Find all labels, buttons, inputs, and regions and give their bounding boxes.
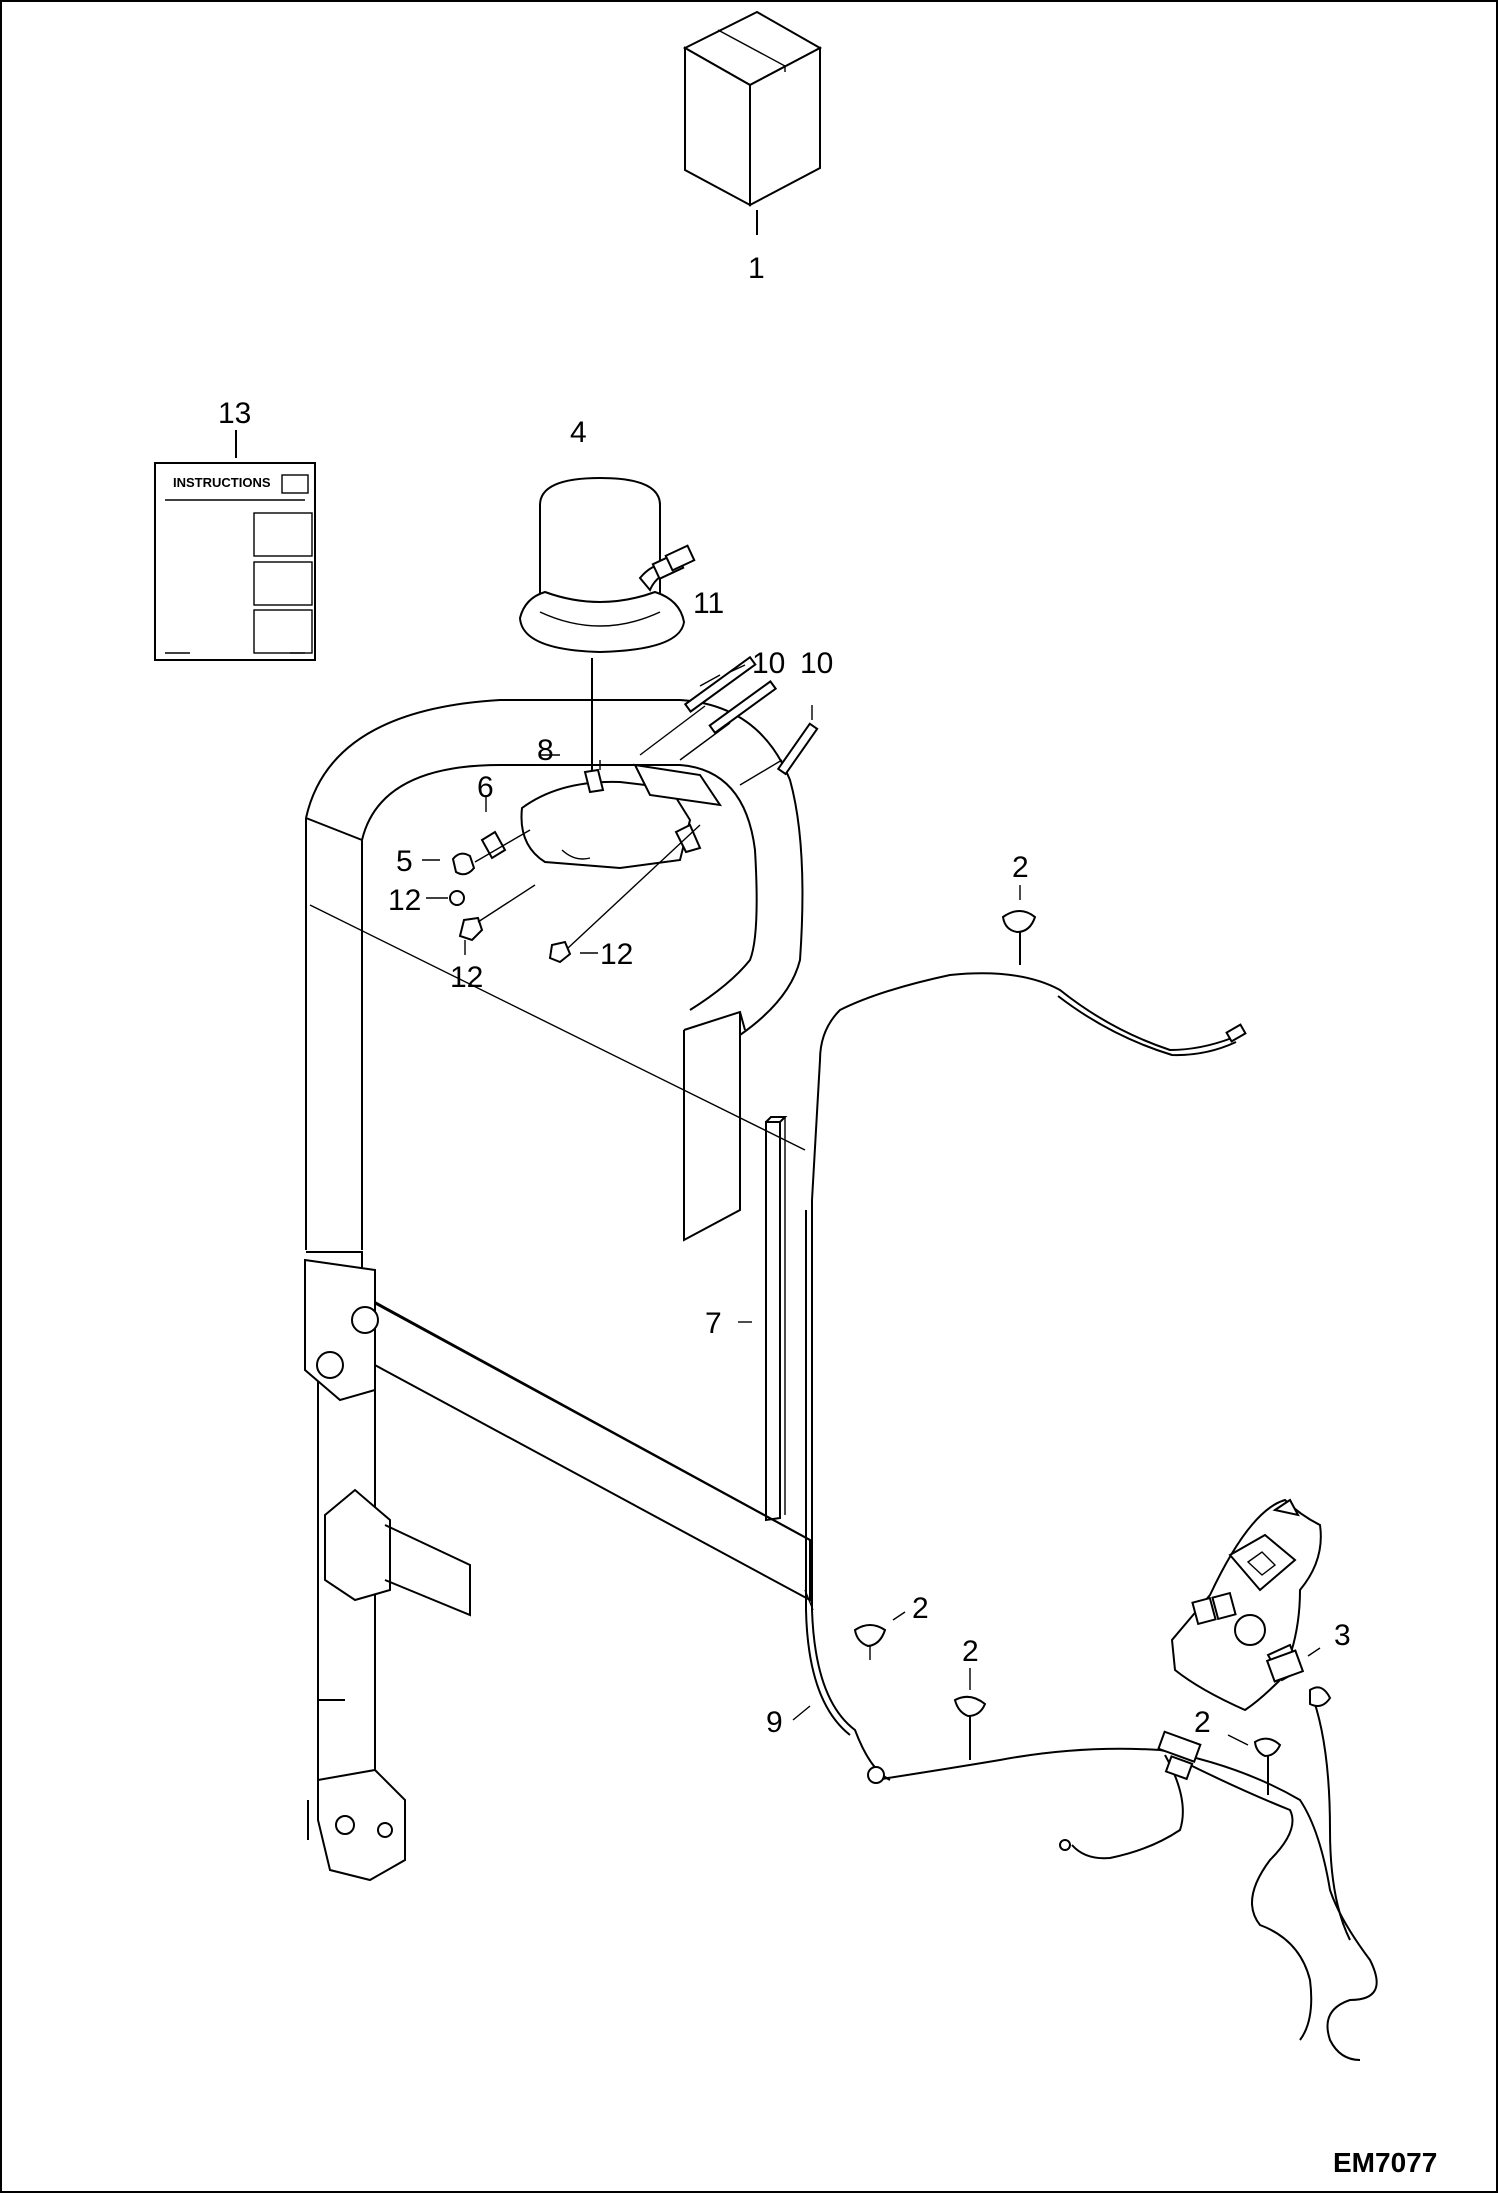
callout-12b: 12 xyxy=(450,961,483,994)
rops-frame xyxy=(304,699,811,1882)
callout-2a: 2 xyxy=(1012,851,1029,884)
callout-4: 4 xyxy=(570,416,587,449)
document-id: EM7077 xyxy=(1333,2147,1437,2178)
callout-10a: 10 xyxy=(752,647,785,680)
trim-strip xyxy=(309,904,806,1522)
bolts xyxy=(639,655,819,786)
callout-13: 13 xyxy=(218,397,251,430)
wire-harness xyxy=(804,972,1378,2061)
callout-7: 7 xyxy=(705,1307,722,1340)
callout-12c: 12 xyxy=(600,938,633,971)
callout-8: 8 xyxy=(537,734,554,767)
callout-1: 1 xyxy=(748,252,765,285)
switch-panel xyxy=(1170,1498,1332,1712)
callout-10b: 10 xyxy=(800,647,833,680)
callout-2d: 2 xyxy=(1194,1706,1211,1739)
beacon-light xyxy=(518,476,696,825)
instructions-sheet xyxy=(154,430,316,661)
wire-clips xyxy=(853,910,1282,1795)
fasteners xyxy=(449,824,701,964)
callout-6: 6 xyxy=(477,771,494,804)
callout-3: 3 xyxy=(1334,1619,1351,1652)
callout-12a: 12 xyxy=(388,884,421,917)
instructions-label: INSTRUCTIONS xyxy=(173,475,271,490)
mount-bracket xyxy=(520,760,723,870)
callout-2c: 2 xyxy=(962,1635,979,1668)
callout-5: 5 xyxy=(396,845,413,878)
kit-box xyxy=(682,10,823,235)
leader-lines xyxy=(422,664,1321,1746)
callout-2b: 2 xyxy=(912,1592,929,1625)
callout-11: 11 xyxy=(693,587,724,620)
callout-9: 9 xyxy=(766,1706,783,1739)
